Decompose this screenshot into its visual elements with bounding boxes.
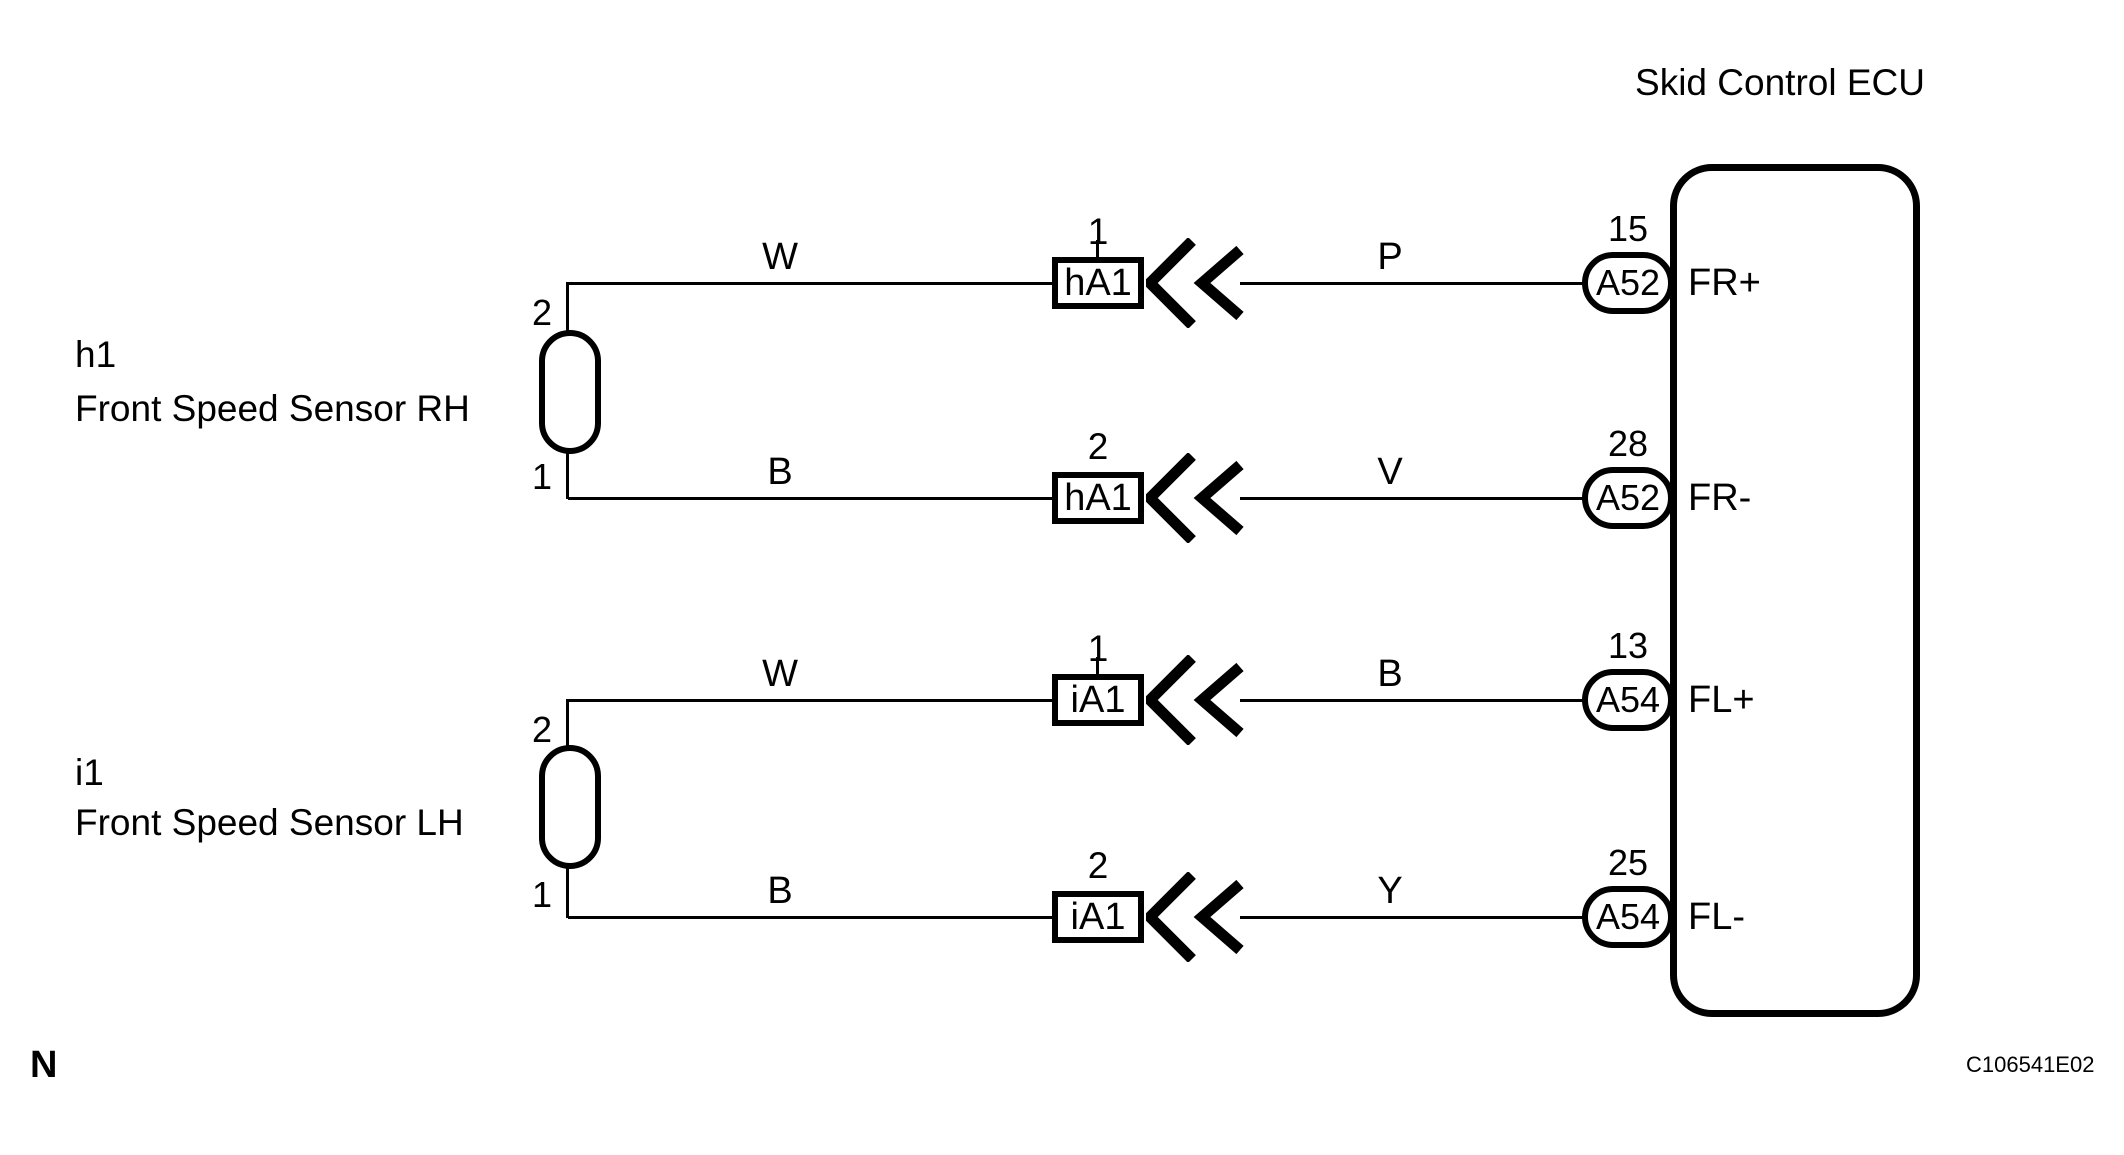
wire-ecu-side [1240, 497, 1584, 500]
ecu-connector-code: A52 [1595, 477, 1661, 518]
ecu-pin-number: 13 [1607, 625, 1649, 666]
pin-leader-tick [1096, 240, 1099, 257]
sensor-lead-top [566, 699, 569, 747]
ecu-terminal-label: FR- [1688, 477, 1752, 519]
ecu-title: Skid Control ECU [1635, 62, 1925, 103]
wire-sensor-side [568, 699, 1054, 702]
sensor-body [539, 330, 601, 454]
wire-color-label: B [1377, 653, 1403, 695]
double-chevron-arrow-icon [1146, 872, 1244, 962]
ecu-pin-number: 15 [1607, 208, 1649, 249]
ecu-terminal-label: FR+ [1688, 262, 1761, 304]
wire-sensor-side [568, 282, 1054, 285]
sensor-code: i1 [75, 752, 104, 793]
ecu-connector-oval: A52 [1582, 467, 1674, 529]
double-chevron-arrow-icon [1146, 453, 1244, 543]
ecu-connector-oval: A52 [1582, 252, 1674, 314]
pin-leader-tick [1096, 657, 1099, 674]
wire-color-label: Y [1377, 870, 1403, 912]
wire-color-label: W [762, 653, 798, 695]
sensor-lead-bottom [566, 452, 569, 499]
ecu-connector-code: A54 [1595, 679, 1661, 720]
ecu-connector-code: A52 [1595, 262, 1661, 303]
sensor-body [539, 745, 601, 869]
sensor-pin-number: 1 [531, 456, 552, 497]
connector-code: hA1 [1064, 262, 1132, 304]
connector-code: iA1 [1070, 679, 1126, 721]
footnote: N [30, 1044, 58, 1086]
connector-box: hA1 [1052, 472, 1144, 524]
wire-sensor-side [568, 916, 1054, 919]
skid-control-ecu-box [1670, 164, 1920, 1017]
wire-color-label: B [767, 451, 793, 493]
wire-color-label: V [1377, 451, 1403, 493]
connector-box: hA1 [1052, 257, 1144, 309]
double-chevron-arrow-icon [1146, 655, 1244, 745]
sensor-pin-number: 2 [531, 292, 552, 333]
double-chevron-arrow-icon [1146, 238, 1244, 328]
connector-pin-number: 1 [1087, 628, 1109, 669]
wire-sensor-side [568, 497, 1054, 500]
sensor-lead-top [566, 282, 569, 332]
sensor-lead-bottom [566, 867, 569, 918]
connector-box: iA1 [1052, 674, 1144, 726]
connector-pin-number: 2 [1087, 845, 1109, 886]
sensor-code: h1 [75, 334, 117, 375]
wire-ecu-side [1240, 916, 1584, 919]
wire-ecu-side [1240, 699, 1584, 702]
connector-code: hA1 [1064, 477, 1132, 519]
connector-pin-number: 1 [1087, 211, 1109, 252]
sensor-name: Front Speed Sensor RH [75, 388, 470, 429]
ecu-pin-number: 25 [1607, 842, 1649, 883]
ecu-pin-number: 28 [1607, 423, 1649, 464]
connector-box: iA1 [1052, 891, 1144, 943]
wire-ecu-side [1240, 282, 1584, 285]
sensor-name: Front Speed Sensor LH [75, 802, 464, 843]
wire-color-label: B [767, 870, 793, 912]
wire-color-label: W [762, 236, 798, 278]
ecu-connector-oval: A54 [1582, 886, 1674, 948]
sensor-pin-number: 1 [531, 874, 552, 915]
connector-code: iA1 [1070, 896, 1126, 938]
ecu-terminal-label: FL+ [1688, 679, 1755, 721]
figure-code: C106541E02 [1966, 1052, 2095, 1077]
wire-color-label: P [1377, 236, 1403, 278]
ecu-connector-code: A54 [1595, 896, 1661, 937]
ecu-terminal-label: FL- [1688, 896, 1745, 938]
ecu-connector-oval: A54 [1582, 669, 1674, 731]
connector-pin-number: 2 [1087, 426, 1109, 467]
sensor-pin-number: 2 [531, 709, 552, 750]
